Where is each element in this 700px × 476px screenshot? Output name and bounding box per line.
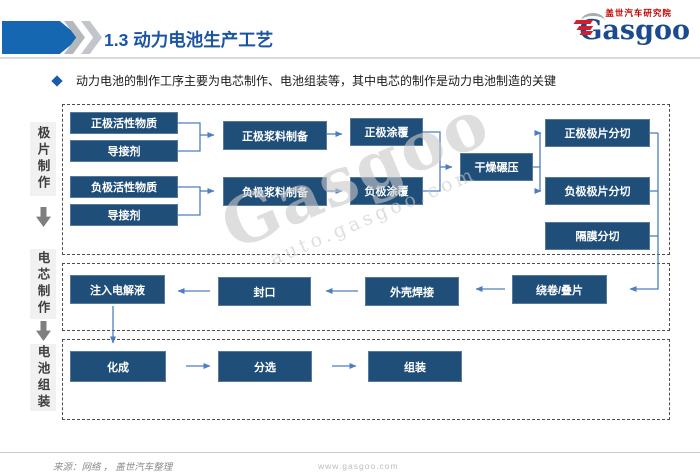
section-label-electrode: 极片制作: [30, 122, 56, 196]
flow-node-neg-coat: 负极涂覆: [350, 177, 423, 205]
section-box-pack: [62, 339, 670, 420]
footer-site-url: www.gasgoo.com: [318, 461, 399, 471]
logo-wordmark: 盖世汽车研究院 Gasgoo: [579, 7, 690, 44]
flow-node-sorting: 分选: [218, 351, 312, 382]
flow-node-pos-coat: 正极涂覆: [350, 118, 423, 146]
flow-node-pos-slurry: 正极浆料制备: [223, 121, 327, 150]
footer-source: 来源：网络 ， 盖世汽车整理: [53, 462, 173, 473]
flow-node-neg-slurry: 负极浆料制备: [223, 177, 327, 206]
flow-node-assembly: 组装: [368, 351, 462, 382]
section-label-cell: 电芯制作: [30, 249, 56, 319]
flow-node-pos-binder: 导接剂: [70, 140, 178, 162]
flow-node-seal: 封口: [218, 277, 311, 306]
flow-node-shell-weld: 外壳焊接: [365, 277, 459, 306]
section-box-cell: [62, 263, 670, 331]
flow-node-neg-binder: 导接剂: [70, 204, 178, 226]
page-title: 1.3 动力电池生产工艺: [104, 30, 274, 50]
logo-tagline: 盖世汽车研究院: [605, 8, 672, 18]
header-divider: [0, 57, 700, 59]
bullet-text: 动力电池的制作工序主要为电芯制作、电池组装等，其中电芯的制作是动力电池制造的关键: [76, 74, 557, 88]
flow-node-winding: 绕卷/叠片: [512, 275, 607, 304]
logo-swoosh-icon: [581, 13, 606, 29]
flow-node-dry-press: 干燥碾压: [460, 153, 533, 181]
footer-divider: [0, 452, 700, 453]
flow-node-neg-slit: 负极极片分切: [545, 177, 650, 205]
flow-node-formation: 化成: [70, 351, 166, 382]
flow-node-sep-slit: 隔膜分切: [545, 222, 650, 250]
section-label-pack: 电池组装: [30, 344, 56, 411]
flow-node-inject: 注入电解液: [70, 275, 165, 304]
flow-node-pos-active: 正极活性物质: [70, 112, 178, 134]
flow-node-neg-active: 负极活性物质: [70, 176, 178, 198]
gasgoo-logo: 盖世汽车研究院 Gasgoo: [574, 7, 690, 44]
section-box-electrode: [62, 104, 670, 255]
flow-node-pos-slit: 正极极片分切: [545, 119, 650, 147]
